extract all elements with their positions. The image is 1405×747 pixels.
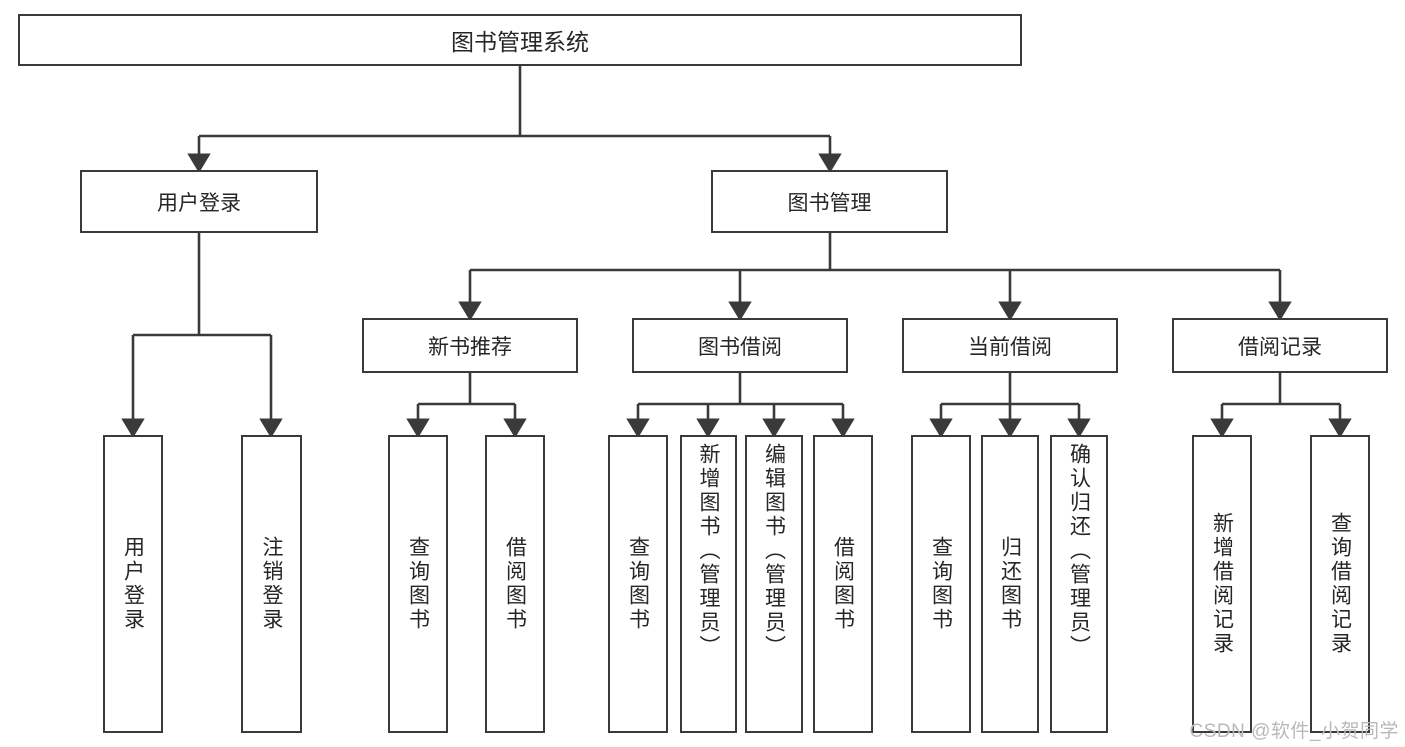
leaf-label: 用户登录 (121, 536, 145, 632)
leaf-label: 借阅图书 (503, 536, 527, 632)
leaf-label: 新增图书（管理员） (697, 443, 720, 659)
leaf-current-return-book[interactable]: 归还图书 (981, 435, 1039, 733)
leaf-label: 查询图书 (929, 536, 953, 632)
leaf-borrow-query-book[interactable]: 查询图书 (608, 435, 668, 733)
leaf-label: 借阅图书 (831, 536, 855, 632)
leaf-label: 注销登录 (260, 536, 283, 632)
node-label: 新书推荐 (428, 335, 512, 359)
leaf-user-login[interactable]: 用户登录 (103, 435, 163, 733)
node-current-borrow[interactable]: 当前借阅 (902, 318, 1118, 373)
leaf-current-confirm-return[interactable]: 确认归还（管理员） (1050, 435, 1108, 733)
leaf-current-query-book[interactable]: 查询图书 (911, 435, 971, 733)
watermark: CSDN @软件_小贺同学 (1189, 721, 1399, 742)
leaf-recommend-borrow-book[interactable]: 借阅图书 (485, 435, 545, 733)
leaf-label: 编辑图书（管理员） (762, 443, 786, 659)
leaf-label: 新增借阅记录 (1210, 512, 1234, 656)
leaf-recommend-query-book[interactable]: 查询图书 (388, 435, 448, 733)
leaf-record-query-record[interactable]: 查询借阅记录 (1310, 435, 1370, 733)
node-label: 借阅记录 (1238, 335, 1322, 359)
node-book-borrow[interactable]: 图书借阅 (632, 318, 848, 373)
node-root-system[interactable]: 图书管理系统 (18, 14, 1022, 66)
leaf-label: 查询图书 (406, 536, 430, 632)
node-label: 图书管理 (787, 191, 872, 215)
node-book-management[interactable]: 图书管理 (711, 170, 948, 233)
node-borrow-record[interactable]: 借阅记录 (1172, 318, 1388, 373)
leaf-label: 查询图书 (626, 536, 650, 632)
node-label: 用户登录 (157, 191, 241, 215)
node-user-login[interactable]: 用户登录 (80, 170, 318, 233)
leaf-borrow-borrow-book[interactable]: 借阅图书 (813, 435, 873, 733)
leaf-borrow-add-book[interactable]: 新增图书（管理员） (680, 435, 737, 733)
leaf-borrow-edit-book[interactable]: 编辑图书（管理员） (745, 435, 803, 733)
node-label: 图书管理系统 (451, 29, 589, 55)
node-label: 图书借阅 (698, 335, 782, 359)
node-label: 当前借阅 (968, 335, 1052, 359)
leaf-record-add-record[interactable]: 新增借阅记录 (1192, 435, 1252, 733)
node-new-book-recommend[interactable]: 新书推荐 (362, 318, 578, 373)
leaf-label: 查询借阅记录 (1328, 512, 1352, 656)
leaf-label: 归还图书 (998, 536, 1022, 632)
leaf-user-logout[interactable]: 注销登录 (241, 435, 302, 733)
leaf-label: 确认归还（管理员） (1067, 443, 1091, 659)
